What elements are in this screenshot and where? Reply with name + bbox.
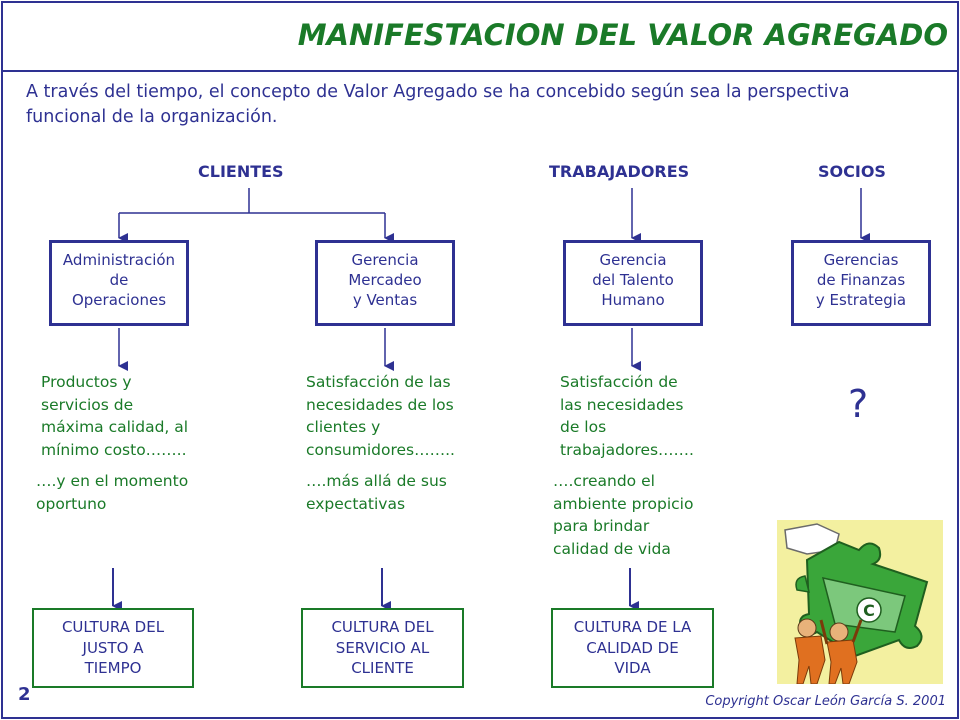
culture-box-justo-a-tiempo: CULTURA DEL JUSTO A TIEMPO (32, 608, 194, 688)
desc-mercadeo: Satisfacción de las necesidades de los c… (306, 373, 455, 459)
culture-box-servicio-cliente: CULTURA DEL SERVICIO AL CLIENTE (301, 608, 464, 688)
unknown-question-mark: ? (848, 382, 869, 426)
desc-talento: Satisfacción de las necesidades de los t… (560, 373, 694, 459)
desc-operaciones: Productos y servicios de máxima calidad,… (41, 373, 189, 459)
area-box-mercadeo: Gerencia Mercadeo y Ventas (315, 240, 455, 326)
svg-text:C: C (863, 601, 875, 620)
column-header-socios: SOCIOS (818, 162, 886, 181)
desc-operaciones-extra: ….y en el momento oportuno (36, 472, 189, 513)
intro-paragraph: A través del tiempo, el concepto de Valo… (26, 82, 850, 127)
area-box-operaciones: Administración de Operaciones (49, 240, 189, 326)
slide-title: MANIFESTACION DEL VALOR AGREGADO (297, 18, 948, 52)
area-box-finanzas: Gerencias de Finanzas y Estrategia (791, 240, 931, 326)
slide-number: 2 (18, 684, 31, 705)
culture-box-calidad-de-vida: CULTURA DE LA CALIDAD DE VIDA (551, 608, 714, 688)
area-box-talento: Gerencia del Talento Humano (563, 240, 703, 326)
column-header-trabajadores: TRABAJADORES (549, 162, 690, 181)
title-divider (3, 70, 957, 72)
desc-talento-extra: ….creando el ambiente propicio para brin… (553, 472, 694, 558)
copyright-notice: Copyright Oscar León García S. 2001 (705, 694, 946, 709)
desc-mercadeo-extra: ….más allá de sus expectativas (306, 472, 447, 513)
people-carrying-money-puzzle-icon: C (777, 520, 943, 684)
column-header-clientes: CLIENTES (198, 162, 284, 181)
